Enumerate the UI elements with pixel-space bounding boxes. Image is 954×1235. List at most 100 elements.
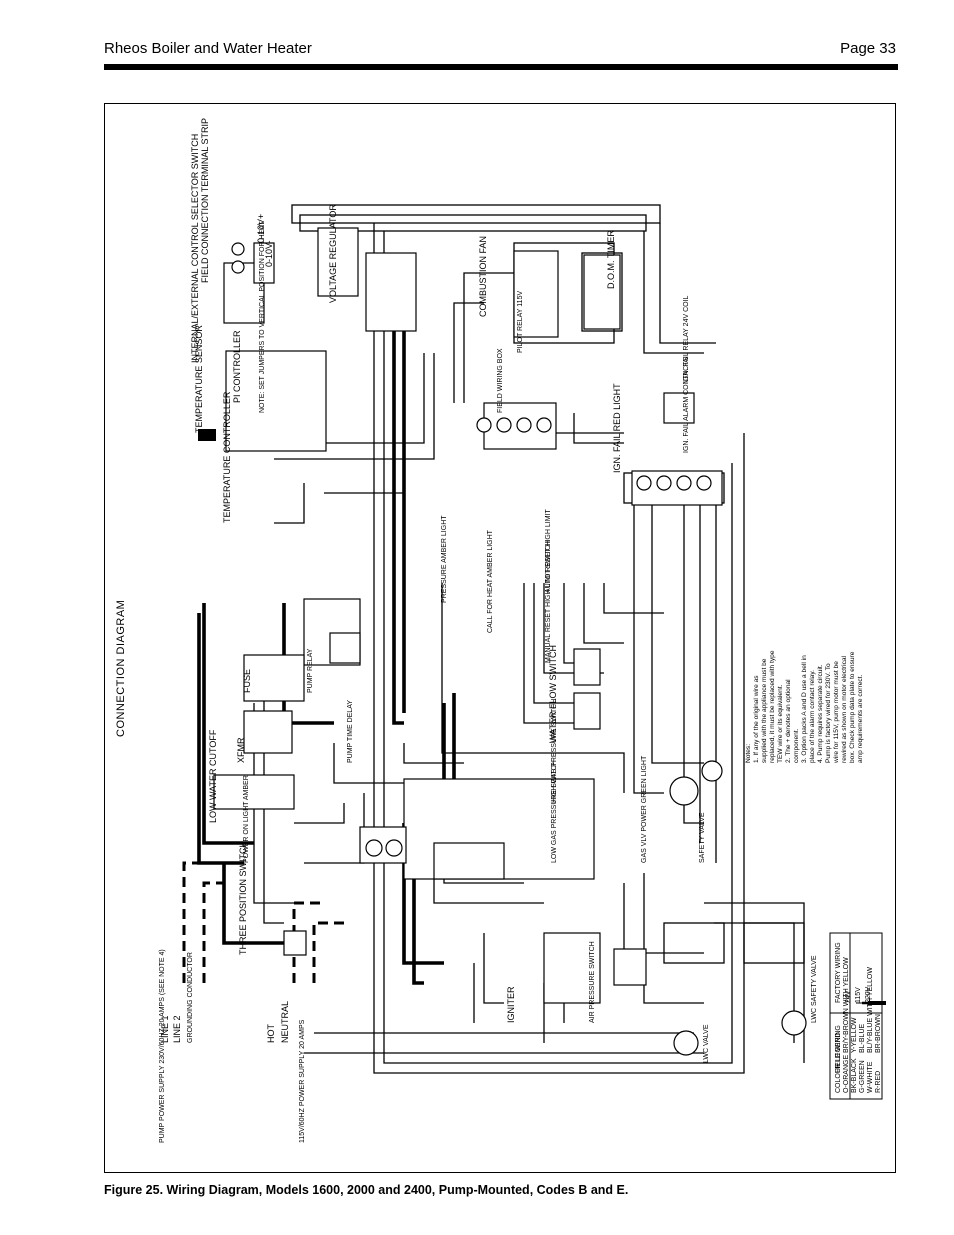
document-title: Rheos Boiler and Water Heater <box>104 40 312 57</box>
factory-wiring-heading: FACTORY WIRING <box>835 942 842 1003</box>
ign-fail-light-label: IGN. FAIL RED LIGHT <box>612 383 622 473</box>
temp-controller-label: TEMPERATURE CONTROLLER <box>222 391 232 523</box>
line2-label: LINE 2 <box>172 1015 182 1043</box>
notes-block: Notes: 1. If any of the original wire as… <box>745 650 864 764</box>
power-on-light-label: POWER ON LIGHT AMBER <box>243 775 250 863</box>
grounding-label: GROUNDING CONDUCTOR <box>187 952 194 1043</box>
ign-fail-light-label-group: IGN. FAIL RED LIGHT <box>612 383 622 473</box>
note-line: supplied with the appliance must be <box>761 658 768 763</box>
fuse-label: FUSE <box>242 669 252 693</box>
pump-supply-label-group: PUMP POWER SUPPLY 230V/60HZ 20 AMPS (SEE… <box>159 949 166 1143</box>
pilot-relay-label: PILOT RELAY 115V <box>517 291 524 353</box>
note-line: component. <box>793 728 800 763</box>
neutral-label-group: NEUTRAL <box>280 1001 290 1043</box>
combustion-fan-label: COMBUSTION FAN <box>478 236 488 317</box>
igniter-label: IGNITER <box>506 986 516 1023</box>
low-gas-label: LOW GAS PRESSURE SWITCH <box>551 760 558 863</box>
line2-label-group: LINE 2 <box>172 1015 182 1043</box>
xfmr-label-group: XFMR <box>236 737 246 763</box>
low-water-label-group: LOW WATER CUTOFF <box>208 729 218 823</box>
note-line: 1. If any of the original wire as <box>753 675 760 763</box>
lwc-safety-label-group: LWC SAFETY VALVE <box>811 955 818 1023</box>
colour-item: W-WHITE <box>867 1061 874 1093</box>
neutral-label: NEUTRAL <box>280 1001 290 1043</box>
gas-valve-light-label-group: GAS VLV POWER GREEN LIGHT <box>641 755 648 863</box>
voltage-220v: 220V <box>865 986 872 1003</box>
voltage-regulator-label: VOLTAGE REGULATOR <box>328 204 338 303</box>
temp-controller-label-group: TEMPERATURE CONTROLLER <box>222 391 232 523</box>
note-line: place of the alarm contact relay. <box>809 670 816 763</box>
colour-item: O-ORANGE <box>843 1055 850 1093</box>
xfmr-label: XFMR <box>236 737 246 763</box>
terminal-minus-label-group: 0-10V- <box>264 240 274 267</box>
line1-label: LINE 1 <box>160 1015 170 1043</box>
air-pressure-label: AIR PRESSURE SWITCH <box>589 941 596 1023</box>
pi-note-label-group: NOTE: SET JUMPERS TO VERTICAL POSITION F… <box>259 221 266 413</box>
note-line: wire for 115V, pump motor must be <box>833 661 840 764</box>
terminal-minus-label: 0-10V- <box>264 240 274 267</box>
temp-sensor-label-group: TEMPERATURE SENSOR <box>194 325 204 433</box>
colour-item: BR/Y-BROWN WITH YELLOW <box>843 957 850 1053</box>
safety-valve-label-group: SAFETY VALVE <box>699 812 706 863</box>
auto-reset-label: AUTO RESET HIGH LIMIT <box>545 509 552 593</box>
dom-timer-label-group: D.O.M. TIMER <box>606 230 616 289</box>
pump-time-delay-label-group: PUMP TIME DELAY <box>347 700 354 763</box>
colour-item: BK-BLACK <box>851 1058 858 1093</box>
hot-label: HOT <box>266 1024 276 1044</box>
pump-relay-label: PUMP RELAY <box>307 648 314 693</box>
pressure-light-label-group: PRESSURE AMBER LIGHT <box>441 515 448 603</box>
call-for-heat-label-group: CALL FOR HEAT AMBER LIGHT <box>487 529 494 633</box>
wiring-legend-block: FACTORY WIRING 24V 115V 220V FIELD WIRIN… <box>835 942 872 1073</box>
note-line: 3. Option packs A and D use a bell in <box>801 655 808 763</box>
connection-diagram-title-group: CONNECTION DIAGRAM <box>115 600 127 737</box>
header-rule <box>104 64 898 70</box>
field-wiring-box-label: FIELD WIRING BOX <box>497 348 504 413</box>
field-wiring-dashed <box>182 861 344 983</box>
note-line: amp requirements are correct. <box>857 675 864 763</box>
legend-table <box>829 932 883 1100</box>
note-line: box. Check pump data plate to ensure <box>849 651 856 763</box>
air-pressure-label-group: AIR PRESSURE SWITCH <box>589 941 596 1023</box>
figure-caption: Figure 25. Wiring Diagram, Models 1600, … <box>104 1183 629 1197</box>
auto-reset-label-group: AUTO RESET HIGH LIMIT <box>545 509 552 593</box>
terminal-points <box>231 242 807 1056</box>
field-strip-label-group: FIELD CONNECTION TERMINAL STRIP <box>200 118 210 283</box>
line1-label-group: LINE 1 <box>160 1015 170 1043</box>
grounding-label-group: GROUNDING CONDUCTOR <box>187 952 194 1043</box>
terminal-plus-label: 0-10V+ <box>256 214 266 243</box>
pressure-light-label: PRESSURE AMBER LIGHT <box>441 515 448 603</box>
pi-controller-label-group: PI CONTROLLER <box>232 330 242 403</box>
note-line: Pump is factory wired for 230V. To <box>825 663 832 763</box>
water-flow-label: WATER FLOW SWITCH <box>548 645 558 743</box>
igniter-label-group: IGNITER <box>506 986 516 1023</box>
ign-fail-relay-label-group: IGN. FAIL RELAY 24V COIL <box>683 295 690 383</box>
main-supply-label-group: 115V/60HZ POWER SUPPLY 20 AMPS <box>299 1019 306 1143</box>
note-line: 2. The + denotes an optional <box>785 679 792 763</box>
field-strip-label: FIELD CONNECTION TERMINAL STRIP <box>200 118 210 283</box>
colour-legend-heading: COLOUR LEGEND <box>835 1032 842 1093</box>
colour-item: BL/Y-BLUE WITH YELLOW <box>867 967 874 1053</box>
pi-note-label: NOTE: SET JUMPERS TO VERTICAL POSITION F… <box>259 221 266 413</box>
field-wiring-heading: FIELD WIRING <box>835 1025 842 1073</box>
temp-sensor-label: TEMPERATURE SENSOR <box>194 325 204 433</box>
wire-network <box>253 204 805 1074</box>
colour-item: Y-YELLOW <box>851 1017 858 1053</box>
low-water-label: LOW WATER CUTOFF <box>208 729 218 823</box>
wiring-diagram: CONNECTION DIAGRAM FIELD CONNECTION TERM… <box>115 118 886 1143</box>
dom-timer-label: D.O.M. TIMER <box>606 230 616 289</box>
pump-relay-label-group: PUMP RELAY <box>307 648 314 693</box>
page-number: Page 33 <box>840 40 896 57</box>
colour-item: R-RED <box>875 1071 882 1093</box>
manual-reset-label: MANUAL RESET HIGH LIMIT SWITCH <box>545 540 552 663</box>
colour-item: G-GREEN <box>859 1060 866 1093</box>
lwc-valve-label: LWC VALVE <box>703 1024 710 1063</box>
lwc-safety-label: LWC SAFETY VALVE <box>811 955 818 1023</box>
gas-valve-light-label: GAS VLV POWER GREEN LIGHT <box>641 755 648 863</box>
call-for-heat-label: CALL FOR HEAT AMBER LIGHT <box>487 529 494 633</box>
lwc-valve-label-group: LWC VALVE <box>703 1024 710 1063</box>
three-position-label: THREE POSITION SWITCH <box>238 841 248 955</box>
power-on-light-label-group: POWER ON LIGHT AMBER <box>243 775 250 863</box>
manual-reset-label-group: MANUAL RESET HIGH LIMIT SWITCH <box>545 540 552 663</box>
selector-switch-label-group: INTERNAL/EXTERNAL CONTROL SELECTOR SWITC… <box>190 134 200 363</box>
colour-legend-block: COLOUR LEGEND O-ORANGE BK-BLACK G-GREEN … <box>835 957 882 1093</box>
